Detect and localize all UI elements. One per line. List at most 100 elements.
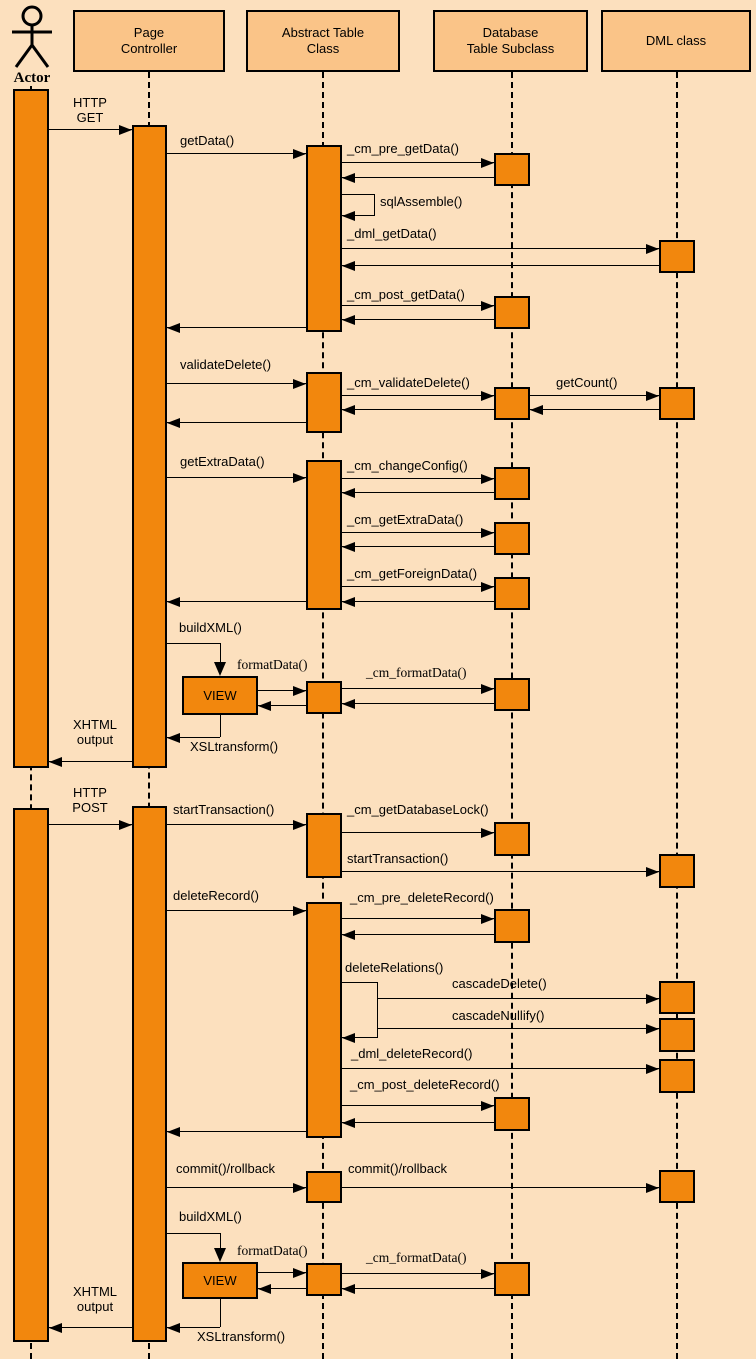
activation-abstract-deleterecord [306,902,342,1138]
arrow-deleterecord [167,906,306,916]
label-getcount: getCount() [556,375,618,390]
arrow-cm-getextradata [342,528,494,538]
arrow-return [342,1284,494,1294]
label-cm-pre-deleterecord: _cm_pre_deleteRecord() [350,890,494,905]
label-cm-pre-getdata: _cm_pre_getData() [347,141,459,156]
lifeline-dml [676,72,678,1359]
label-deleterecord: deleteRecord() [173,888,259,903]
arrow-return-to-controller [167,418,306,428]
activation-dml-deleterecord [659,1059,695,1093]
label-cm-getdatabaselock: _cm_getDatabaseLock() [347,802,489,817]
actor-label: Actor [13,70,51,86]
activation-dml-getdata [659,240,695,273]
view-box-2: VIEW [182,1262,258,1299]
participant-database-subclass: Database Table Subclass [433,10,588,72]
label-dml-deleterecord: _dml_deleteRecord() [351,1046,473,1061]
activation-dts-changeconfig [494,467,530,500]
arrow-return [258,1284,306,1294]
lifeline-abstract-table [322,72,324,1359]
arrow-buildxml-drop [220,643,221,662]
label-cm-post-getdata: _cm_post_getData() [347,287,465,302]
label-sqlassemble: sqlAssemble() [380,194,463,209]
label-commit-rollback-dml: commit()/rollback [348,1161,447,1176]
arrow-starttransaction-dml [342,867,659,877]
label-formatdata: formatData() [237,657,308,672]
arrow-cm-formatdata [342,1269,494,1279]
arrow-dml-getdata [342,244,659,254]
arrow-return [342,1118,494,1128]
arrow-cm-getforeigndata [342,582,494,592]
arrow-selfcall-return [342,211,375,221]
arrow-return [342,930,494,940]
activation-dml-cascadenullify [659,1018,695,1052]
arrow-xsltransform [167,733,220,743]
participant-page-controller: Page Controller [73,10,225,72]
activation-dts-formatdata-1 [494,678,530,711]
arrow-return [342,261,659,271]
label-http-post: HTTP POST [72,785,108,815]
view-box-1: VIEW [182,676,258,715]
arrow-return [342,173,494,183]
label-commit-rollback: commit()/rollback [176,1161,275,1176]
selfcall-deleterelations [342,982,378,1037]
arrow-http-get [49,125,132,135]
arrow-cm-post-deleterecord [342,1101,494,1111]
arrow-return [530,405,659,415]
label-validatedelete: validateDelete() [180,357,272,372]
label-buildxml-2: buildXML() [179,1209,242,1224]
arrow-buildxml-drop [220,1233,221,1248]
arrow-cm-formatdata [342,684,494,694]
label-buildxml: buildXML() [179,620,242,635]
arrow-xsl-drop [220,1298,221,1327]
arrow-dml-deleterecord [342,1064,659,1074]
label-xhtml-output: XHTML output [72,717,118,747]
label-getdata: getData() [180,133,235,148]
activation-actor-1 [13,89,49,768]
activation-abstract-getextradata [306,460,342,610]
arrow-getdata [167,149,306,159]
label-cm-formatdata: _cm_formatData() [366,665,467,680]
arrow-commit-rollback-dml [342,1183,659,1193]
arrow-commit-rollback [167,1183,306,1193]
arrow-starttransaction [167,820,306,830]
activation-abstract-commit [306,1171,342,1203]
activation-page-controller-1 [132,125,167,768]
label-deleterelations: deleteRelations() [345,960,444,975]
arrow-cm-pre-deleterecord [342,914,494,924]
arrow-cascadedelete [378,994,659,1004]
label-xsltransform-2: XSLtransform() [197,1329,286,1344]
lifeline-database-subclass [511,72,513,1359]
label-formatdata-2: formatData() [237,1243,308,1258]
arrow-return [342,699,494,709]
arrow-buildxml-elbow [167,1233,220,1234]
arrow-cascadenullify [378,1024,659,1034]
arrow-return-to-controller [167,323,306,333]
activation-dts-pre-deleterecord [494,909,530,943]
arrow-return-to-controller [167,597,306,607]
label-cm-validatedelete: _cm_validateDelete() [347,375,470,390]
label-http-get: HTTP GET [73,95,107,125]
arrow-xsl-drop [220,715,221,737]
arrow-return [342,597,494,607]
arrow-return [342,542,494,552]
activation-abstract-getdata [306,145,342,332]
activation-dts-getextradata [494,522,530,555]
activation-abstract-formatdata-2 [306,1263,342,1296]
activation-dts-getforeigndata [494,577,530,610]
label-getextradata: getExtraData() [180,454,265,469]
label-cm-formatdata-2: _cm_formatData() [366,1250,467,1265]
activation-actor-2 [13,808,49,1342]
arrow-getextradata [167,473,306,483]
arrow-xhtml-output [49,757,132,767]
arrow-cm-pre-getdata [342,158,494,168]
arrow-formatdata [258,1268,306,1278]
activation-dml-cascadedelete [659,981,695,1014]
arrow-return-to-controller [167,1127,306,1137]
label-cm-getextradata: _cm_getExtraData() [347,512,464,527]
label-cm-changeconfig: _cm_changeConfig() [347,458,468,473]
arrow-return [258,701,306,711]
arrow-getcount [530,391,659,401]
participant-abstract-table: Abstract Table Class [246,10,400,72]
label-starttransaction: startTransaction() [173,802,275,817]
arrow-cm-post-getdata [342,301,494,311]
